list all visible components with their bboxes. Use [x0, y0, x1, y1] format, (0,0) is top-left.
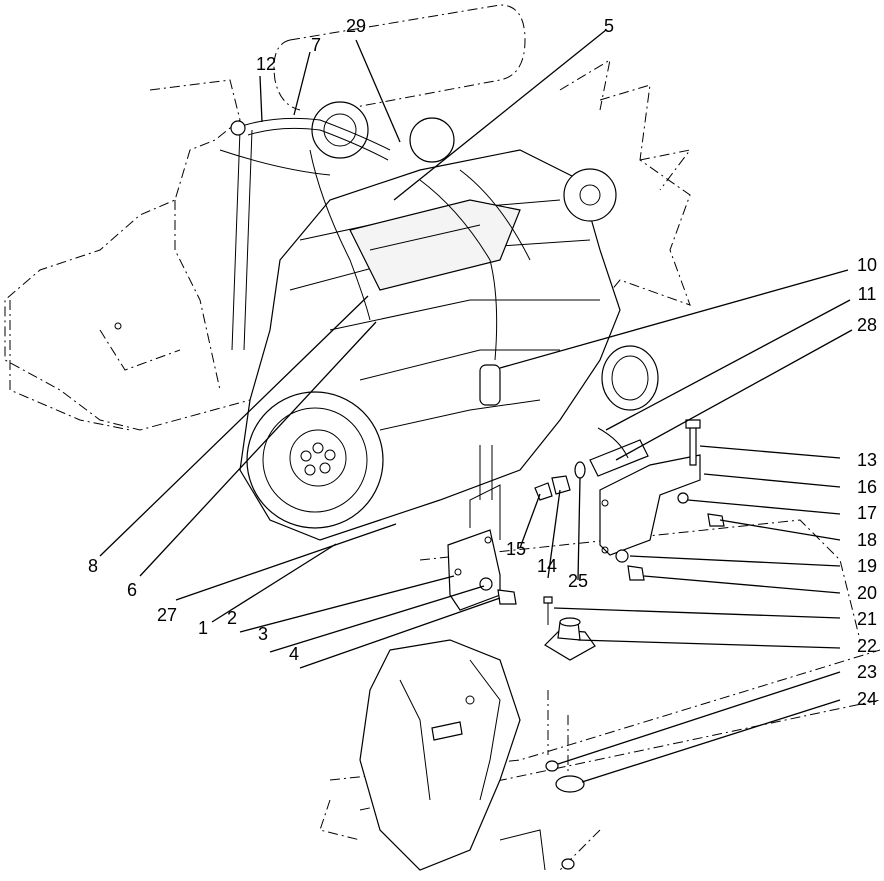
- callout-11: 11: [858, 284, 877, 304]
- callout-13: 13: [857, 450, 877, 470]
- callout-21: 21: [857, 609, 877, 629]
- callout-7: 7: [311, 35, 321, 55]
- callout-23: 23: [857, 662, 877, 682]
- leader-lines: [99, 29, 853, 783]
- callout-6: 6: [127, 580, 137, 600]
- callout-27: 27: [157, 605, 177, 625]
- phantom-muffler: [273, 4, 526, 111]
- callout-2: 2: [227, 608, 237, 628]
- left-mount-bracket: [447, 445, 517, 611]
- callout-4: 4: [289, 644, 299, 664]
- right-mount-bracket: [599, 419, 725, 581]
- callout-28: 28: [857, 315, 877, 335]
- callout-14: 14: [537, 556, 557, 576]
- callout-29: 29: [346, 16, 366, 36]
- callout-25: 25: [568, 571, 588, 591]
- phantom-fan: [559, 58, 692, 341]
- callout-10: 10: [857, 255, 877, 275]
- callout-16: 16: [857, 477, 877, 497]
- callout-22: 22: [857, 636, 877, 656]
- callout-15: 15: [506, 539, 526, 559]
- callout-labels: 12 7 29 5 10 11 28 13 16 17 18 19 20 21 …: [88, 16, 877, 709]
- callout-19: 19: [857, 556, 877, 576]
- callout-17: 17: [857, 503, 877, 523]
- callout-18: 18: [857, 530, 877, 550]
- callout-12: 12: [256, 54, 276, 74]
- callout-24: 24: [857, 689, 877, 709]
- lower-frame-rail: [359, 639, 546, 871]
- isolator-mount-group: [543, 596, 596, 870]
- phantom-frame-left: [4, 79, 251, 431]
- engine-assembly: [219, 101, 659, 541]
- callout-5: 5: [604, 16, 614, 36]
- callout-8: 8: [88, 556, 98, 576]
- callout-3: 3: [258, 624, 268, 644]
- callout-1: 1: [198, 618, 208, 638]
- callout-20: 20: [857, 583, 877, 603]
